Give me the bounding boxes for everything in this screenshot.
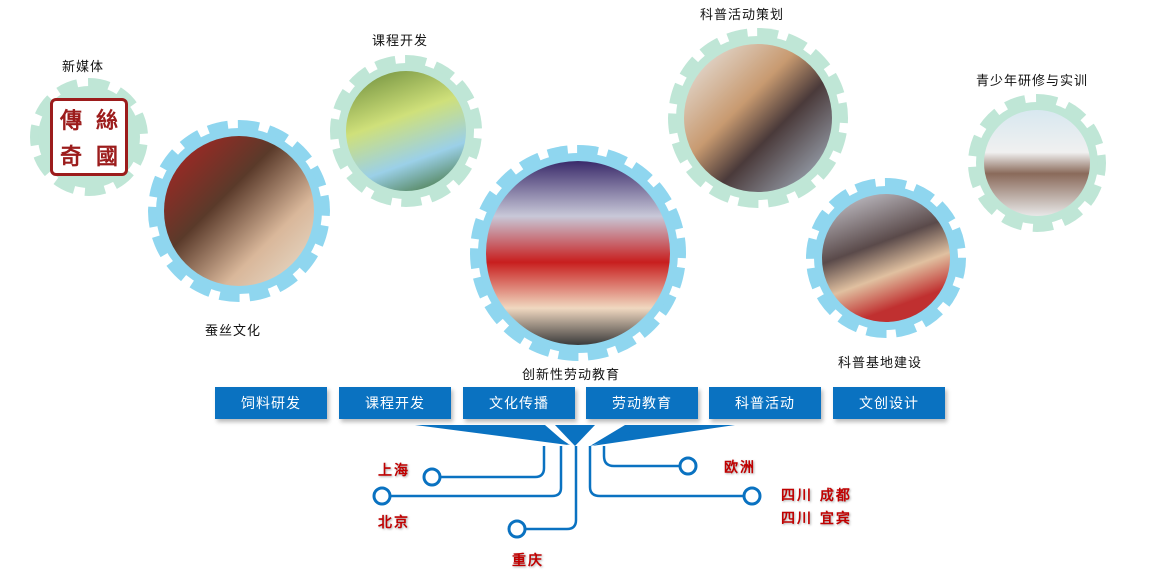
city-beijing: 北京 bbox=[378, 515, 410, 531]
funnel-right-outer bbox=[592, 425, 735, 446]
city-yibin: 四川 宜宾 bbox=[781, 511, 852, 527]
label-science-planning: 科普活动策划 bbox=[700, 8, 785, 23]
gear-new-media: 傳絲奇國 bbox=[30, 78, 148, 196]
city-chengdu: 四川 成都 bbox=[781, 488, 852, 504]
label-science-base: 科普基地建设 bbox=[838, 356, 923, 371]
city-chongqing: 重庆 bbox=[512, 553, 544, 569]
node-chongqing bbox=[507, 519, 527, 539]
funnel-left-inner bbox=[485, 425, 570, 445]
label-silk-culture: 蚕丝文化 bbox=[205, 324, 262, 339]
label-labor-education: 创新性劳动教育 bbox=[522, 368, 621, 383]
city-shanghai: 上海 bbox=[378, 463, 410, 479]
button-creative-design[interactable]: 文创设计 bbox=[833, 387, 945, 419]
button-feed-rd[interactable]: 饲料研发 bbox=[215, 387, 327, 419]
photo-youth-training bbox=[984, 110, 1090, 216]
photo-labor-education bbox=[486, 161, 670, 345]
button-labor-education[interactable]: 劳动教育 bbox=[586, 387, 698, 419]
button-culture-spread[interactable]: 文化传播 bbox=[463, 387, 575, 419]
silk-logo: 傳絲奇國 bbox=[50, 98, 128, 176]
gear-course-dev bbox=[330, 55, 482, 207]
line-shanghai bbox=[440, 446, 546, 479]
button-science-activity[interactable]: 科普活动 bbox=[709, 387, 821, 419]
funnel-center bbox=[555, 425, 595, 446]
photo-science-planning bbox=[684, 44, 832, 192]
node-beijing bbox=[372, 486, 392, 506]
gear-youth-training bbox=[968, 94, 1106, 232]
label-youth-training: 青少年研修与实训 bbox=[976, 74, 1089, 89]
node-europe bbox=[678, 456, 698, 476]
photo-silk-culture bbox=[164, 136, 314, 286]
node-chengdu bbox=[742, 486, 762, 506]
label-course-dev: 课程开发 bbox=[372, 34, 429, 49]
photo-science-base bbox=[822, 194, 950, 322]
gear-science-planning bbox=[668, 28, 848, 208]
gear-science-base bbox=[806, 178, 966, 338]
city-europe: 欧洲 bbox=[724, 460, 756, 476]
label-new-media: 新媒体 bbox=[62, 60, 105, 75]
gear-labor-education bbox=[470, 145, 686, 361]
gear-silk-culture bbox=[148, 120, 330, 302]
button-course-dev[interactable]: 课程开发 bbox=[339, 387, 451, 419]
photo-course-dev bbox=[346, 71, 466, 191]
node-shanghai bbox=[422, 467, 442, 487]
